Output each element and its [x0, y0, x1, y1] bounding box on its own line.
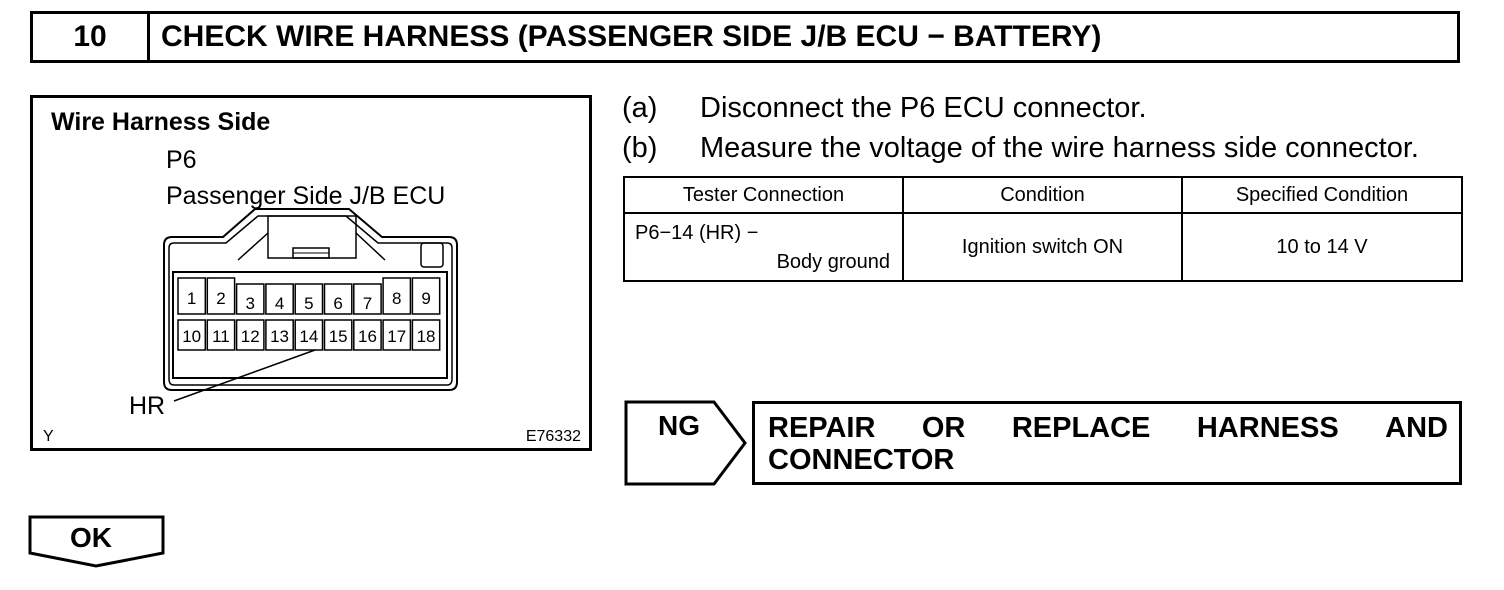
- pin-cell: [206, 277, 236, 315]
- ng-word: OR: [921, 412, 966, 444]
- pin-cell: [382, 277, 412, 315]
- step-number: 10: [33, 14, 150, 60]
- pin-number: 11: [212, 327, 230, 346]
- pin-cell: [177, 319, 207, 351]
- pin-number: 5: [304, 294, 313, 313]
- pin-number: 7: [363, 294, 372, 313]
- pin-cell: [382, 319, 412, 351]
- pin-cell: [265, 283, 294, 315]
- figure-code: E76332: [525, 428, 581, 445]
- pin-number: 13: [270, 327, 289, 346]
- step-title: CHECK WIRE HARNESS (PASSENGER SIDE J/B E…: [161, 20, 1102, 53]
- connector-key: [420, 242, 444, 268]
- table-row: P6−14 (HR) − Body ground Ignition switch…: [623, 212, 1463, 282]
- tester-line1: P6−14 (HR) −: [635, 222, 759, 244]
- pin-cell: [353, 319, 382, 351]
- step-b-letter: (b): [622, 132, 658, 164]
- pin-cell: [323, 283, 353, 315]
- ok-arrow-box: [28, 515, 165, 568]
- step-a-letter: (a): [622, 92, 658, 124]
- pin-cell: [235, 319, 265, 351]
- step-a-text: Disconnect the P6 ECU connector.: [700, 92, 1147, 124]
- connector-name: Passenger Side J/B ECU: [166, 182, 446, 210]
- cell-specified: 10 to 14 V: [1181, 212, 1463, 282]
- ng-action-line2: CONNECTOR: [768, 444, 955, 476]
- ng-word: REPLACE: [1011, 412, 1151, 444]
- pin-cell: [294, 283, 324, 315]
- connector-id: P6: [166, 146, 197, 174]
- ok-label: OK: [70, 522, 112, 553]
- hr-leader-line: [173, 349, 316, 402]
- ng-action-line1: REPAIR OR REPLACE HARNESS AND: [768, 412, 1448, 445]
- pin-cell: [235, 283, 265, 315]
- ng-action-box: REPAIR OR REPLACE HARNESS AND CONNECTOR: [752, 401, 1462, 485]
- corner-label: Y: [43, 428, 54, 445]
- terminal-label: HR: [129, 392, 166, 420]
- header-condition: Condition: [902, 176, 1183, 214]
- pin-cell: [206, 319, 236, 351]
- header-specified: Specified Condition: [1181, 176, 1463, 214]
- cell-tester-connection: P6−14 (HR) − Body ground: [623, 212, 904, 282]
- pin-number: 12: [241, 327, 260, 346]
- connector-latch: [267, 215, 357, 259]
- pin-number: 2: [216, 289, 225, 308]
- pin-number: 9: [421, 289, 430, 308]
- step-b-text: Measure the voltage of the wire harness …: [700, 132, 1419, 164]
- ng-arrow-box: [624, 400, 747, 486]
- pin-number: 1: [187, 289, 196, 308]
- pin-cell: [411, 319, 441, 351]
- ng-word: HARNESS: [1196, 412, 1339, 444]
- figure-heading: Wire Harness Side: [51, 108, 271, 136]
- pin-number: 17: [387, 327, 406, 346]
- table-header-row: Tester Connection Condition Specified Co…: [623, 176, 1463, 214]
- spec-table: Tester Connection Condition Specified Co…: [623, 176, 1463, 282]
- pin-number: 14: [299, 327, 318, 346]
- cell-condition: Ignition switch ON: [902, 212, 1183, 282]
- pin-cell: [294, 319, 324, 351]
- pin-cell: [265, 319, 294, 351]
- ng-word: AND: [1385, 412, 1448, 444]
- tester-line2: Body ground: [776, 251, 890, 273]
- pin-number: 6: [333, 294, 342, 313]
- pin-number: 3: [246, 294, 255, 313]
- ng-word: REPAIR: [768, 412, 876, 444]
- step-a: (a) Disconnect the P6 ECU connector.: [622, 92, 1502, 128]
- step-header: 10 CHECK WIRE HARNESS (PASSENGER SIDE J/…: [30, 11, 1460, 63]
- header-tester: Tester Connection: [623, 176, 904, 214]
- pin-cell: [411, 277, 441, 315]
- pin-number: 8: [392, 289, 401, 308]
- pin-number: 15: [329, 327, 348, 346]
- connector-housing: [163, 208, 458, 391]
- pin-number: 16: [358, 327, 377, 346]
- pin-number: 10: [182, 327, 201, 346]
- step-b: (b) Measure the voltage of the wire harn…: [622, 132, 1502, 168]
- pin-cell: [177, 277, 207, 315]
- pin-cell: [323, 319, 353, 351]
- ng-label: NG: [658, 410, 700, 441]
- pin-number: 18: [417, 327, 436, 346]
- pin-number: 4: [275, 294, 284, 313]
- pin-cell: [353, 283, 382, 315]
